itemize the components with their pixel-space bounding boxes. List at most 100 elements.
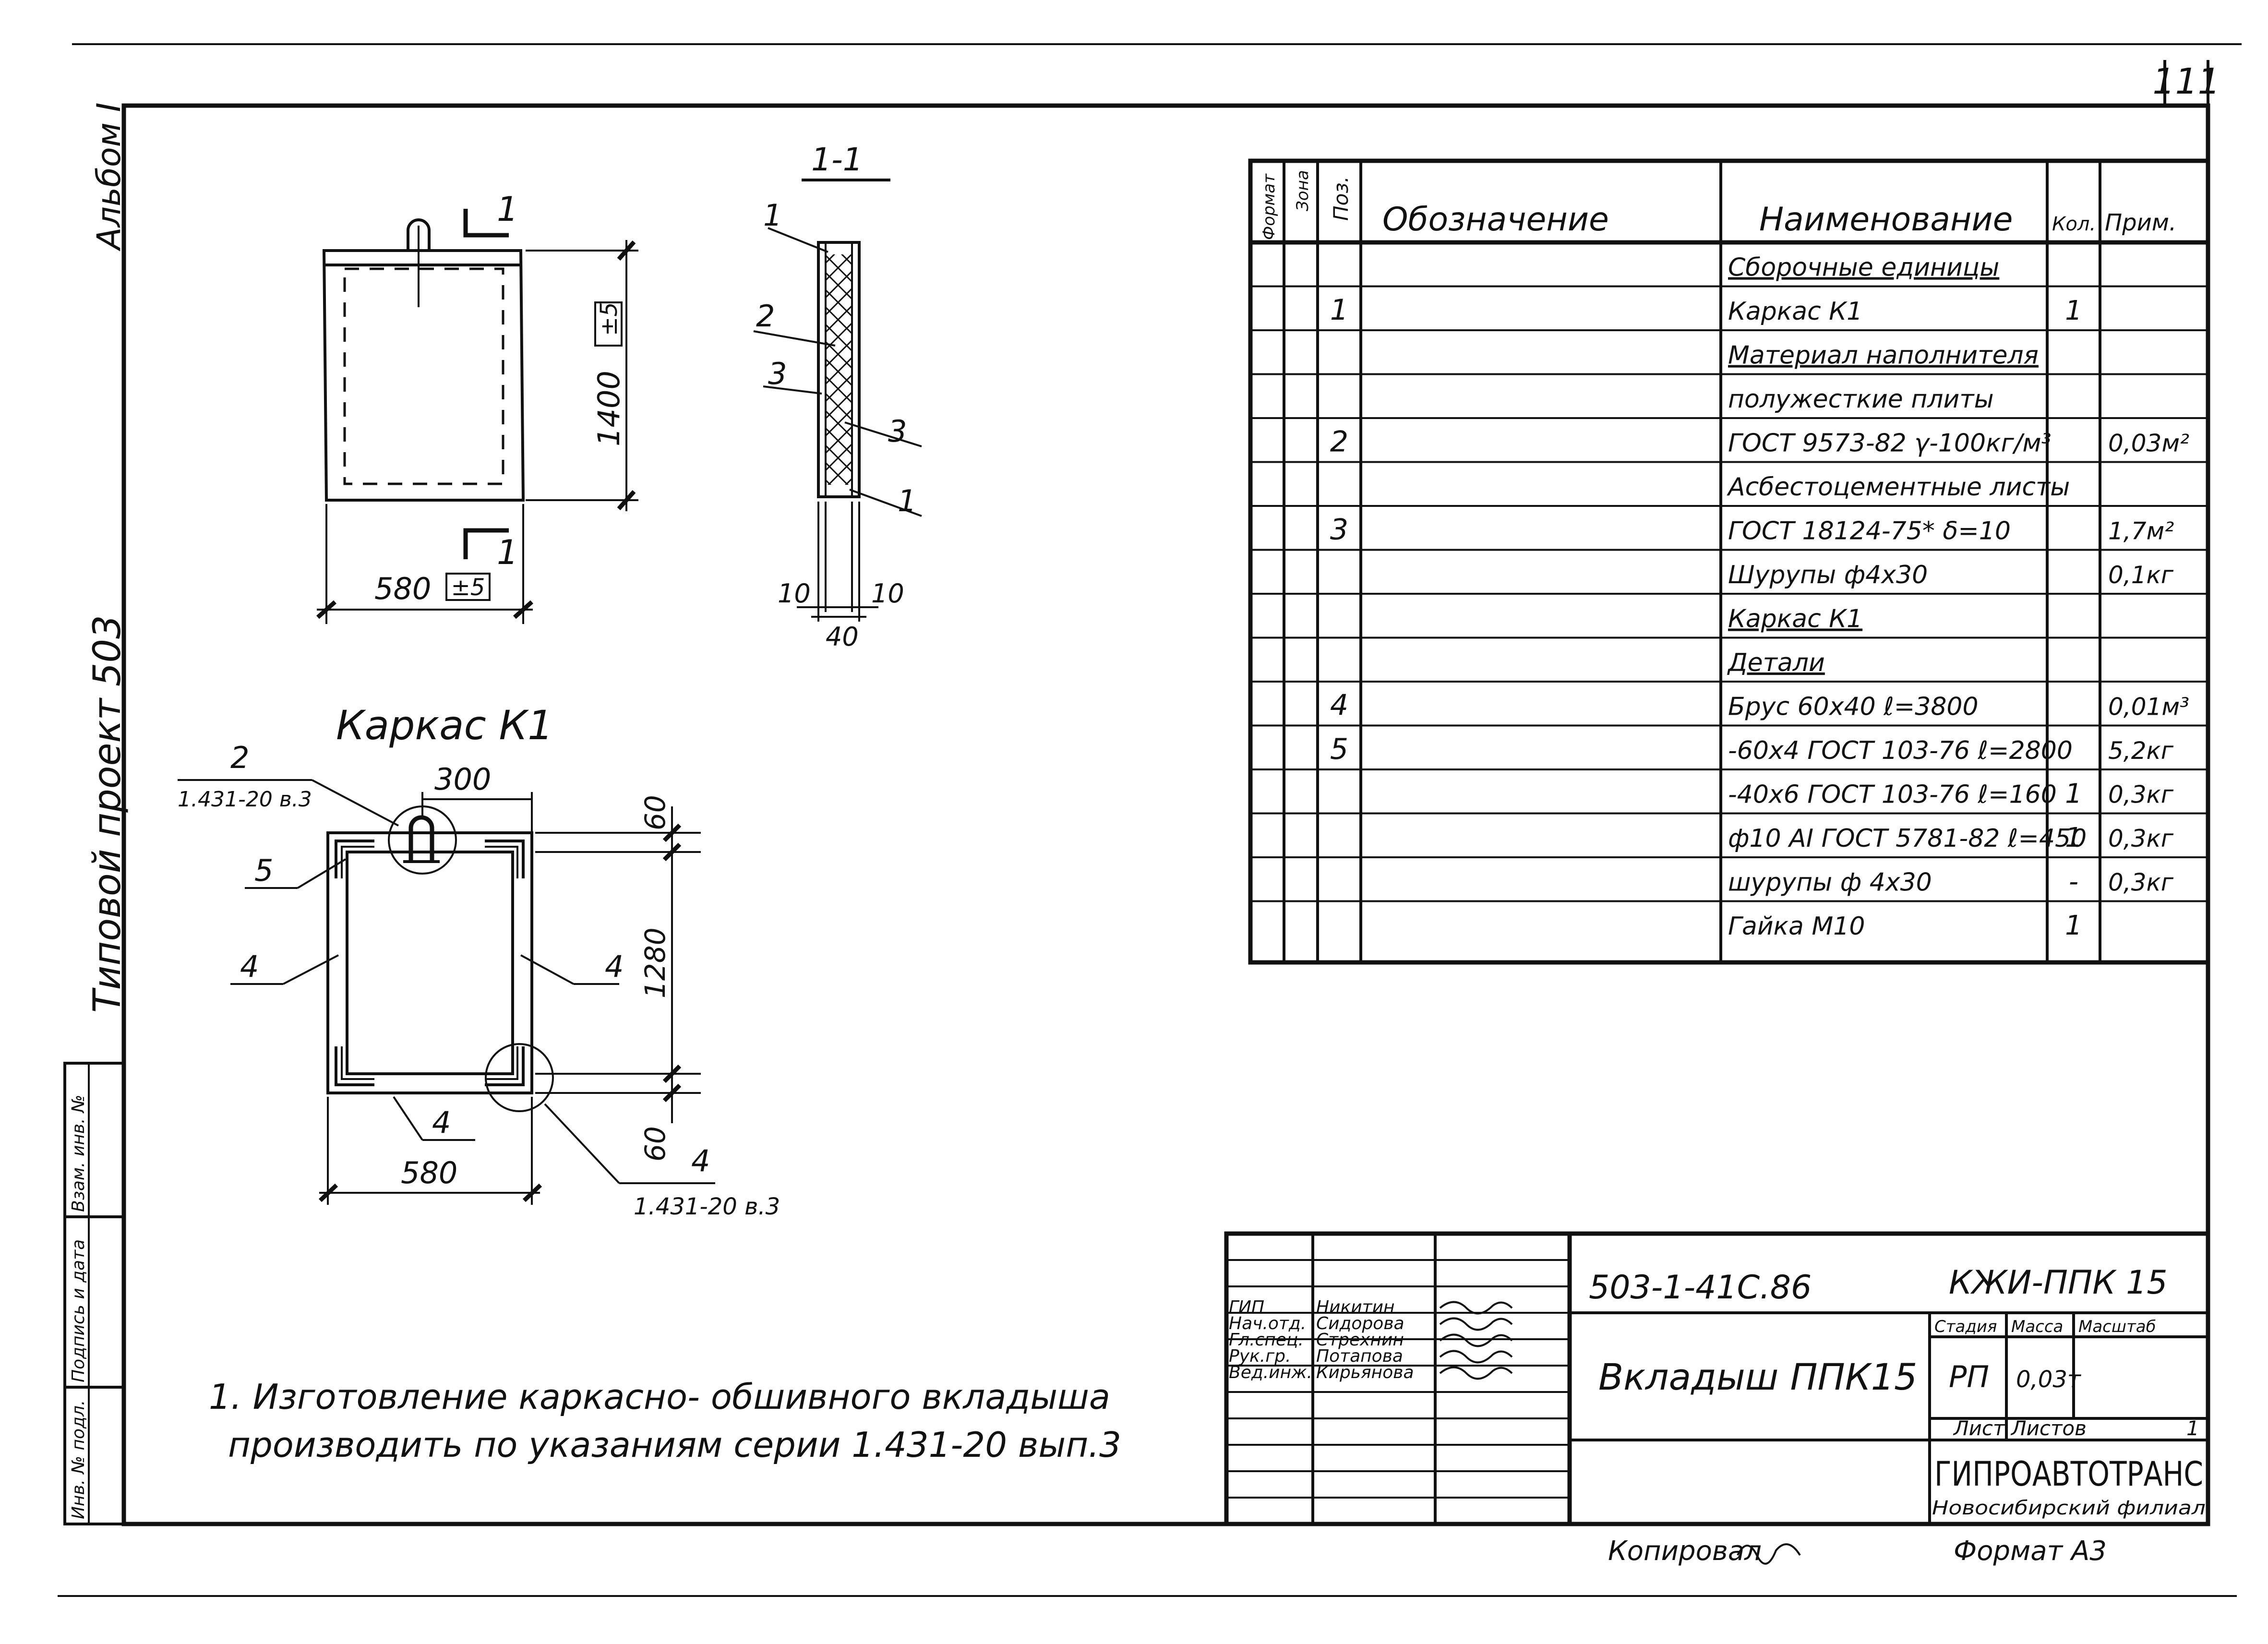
callout-4c: 4 [432,1105,451,1140]
tb-signature [1439,1317,1513,1331]
spec-cell-note: 0,03м² [2108,430,2189,457]
spec-cell-name: Каркас К1 [1728,605,1862,634]
section-1-1: 1-1 1 2 3 3 1 10 10 40 [753,141,922,652]
spec-header-designation: Обозначение [1382,201,1609,239]
spec-cell-pos: 2 [1330,425,1348,459]
spec-row: Материал наполнителя [1728,341,2039,370]
spec-cell-name: Гайка М10 [1728,912,1865,941]
spec-row: Гайка М10 1 [1728,910,2082,941]
org-branch: Новосибирский филиал [1932,1497,2206,1519]
stage-value: РП [1949,1359,1989,1394]
spec-row: полужесткие плиты [1728,385,1994,414]
doc-code: КЖИ-ППК 15 [1949,1264,2168,1302]
spec-cell-qty: 1 [2065,910,2082,941]
spec-cell-name: полужесткие плиты [1728,385,1994,414]
format-label: Формат А3 [1954,1536,2107,1567]
spec-header-pos: Поз. [1329,176,1353,221]
tb-role: ГИП [1229,1297,1264,1317]
left-stamp: Инв. № подл. Подпись и дата Взам. инв. № [63,1062,125,1525]
section-dim-left: 10 [778,578,811,609]
album-label: Альбом I [90,102,128,252]
tb-signature [1439,1301,1513,1315]
project-label: Типовой проект 503 [86,615,129,1013]
callout-5: 5 [254,853,273,888]
spec-row: Сборочные единицы [1728,253,1999,282]
frame-dim-right-mid: 1280 [639,927,672,998]
ref-top-num: 2 [230,740,249,775]
frame-dim-right-bottom: 60 [639,1126,672,1162]
callout-4b: 4 [605,949,624,984]
dim-panel-height-tol: ±5 [596,302,623,336]
stamp-sign-date: Подпись и дата [69,1239,88,1382]
spec-cell-pos: 5 [1330,732,1348,766]
spec-row: 1 Каркас К1 1 [1330,293,2082,327]
frame-k1: Каркас К1 2 1.431-20 в.3 300 5 4 [178,702,780,1220]
spec-row: шурупы ф 4х30-0,3кг [1728,866,2174,898]
spec-row: Детали [1727,648,1825,677]
panel-frame-hidden [343,267,504,485]
spec-cell-name: -40х6 ГОСТ 103-76 ℓ=160 [1728,780,2057,809]
frame-inner [346,851,514,1075]
cut-mark-top: 1 [497,190,518,229]
spec-table: Формат Зона Поз. Обозначение Наименовани… [1248,158,2210,965]
callout-4a: 4 [240,949,259,984]
tb-person-name: Потапова [1316,1346,1403,1366]
dim-panel-height: 1400 [591,371,626,446]
doc-title: Вкладыш ППК15 [1598,1356,1917,1398]
section-dim-right: 10 [871,578,904,609]
lifting-loop [407,218,431,251]
spec-cell-name: Шурупы ф4х30 [1728,561,1928,589]
tb-person-name: Сидорова [1316,1314,1404,1333]
spec-cell-note: 1,7м² [2108,517,2174,545]
mass-label: Масса [2011,1317,2063,1336]
spec-cell-name: Каркас К1 [1728,297,1862,326]
note-line-1: 1. Изготовление каркасно- обшивного вкла… [209,1377,1110,1417]
org-name: ГИПРОАВТОТРАНС [1934,1454,2203,1494]
section-outline [817,241,861,498]
spec-row: Шурупы ф4х30 0,1кг [1728,561,2174,589]
tb-person-name: Кирьянова [1316,1363,1414,1382]
section-dim-total: 40 [826,622,859,652]
spec-cell-qty: 1 [2065,295,2082,326]
spec-cell-pos: 4 [1330,689,1348,722]
drawing-frame [121,103,2210,1526]
stamp-inv: Инв. № подл. [69,1400,88,1519]
spec-header-zone: Зона [1293,170,1312,211]
section-callout-3b: 3 [888,414,907,449]
copied-label: Копировал [1608,1536,1762,1567]
tb-role: Вед.инж. [1229,1363,1312,1382]
section-callout-1b: 1 [898,483,916,518]
mass-value: 0,03т [2016,1366,2082,1393]
section-callout-2: 2 [756,299,775,334]
spec-cell-qty: 1 [2065,822,2082,853]
copied-signature [1737,1543,1801,1565]
frame-dim-top: 300 [434,762,491,797]
sheets-label: Листов [2010,1416,2087,1440]
frame-dim-bottom: 580 [401,1155,457,1190]
tb-role: Гл.спец. [1229,1330,1304,1350]
section-callout-3a: 3 [768,356,787,391]
frame-loop [408,815,434,862]
title-block: 503-1-41С.86 КЖИ-ППК 15 Вкладыш ППК15 Ст… [1224,1231,2210,1526]
spec-cell-name: Брус 60х40 ℓ=3800 [1728,693,1979,721]
doc-number: 503-1-41С.86 [1589,1269,1812,1307]
ref-bottom-series: 1.431-20 в.3 [634,1193,780,1220]
ref-bottom-num: 4 [691,1143,710,1178]
detail-circle-bottom [485,1043,554,1112]
spec-cell-pos: 1 [1330,293,1348,327]
tb-person-name: Стрехнин [1316,1330,1404,1350]
spec-header-note: Прим. [2105,209,2176,236]
tb-role: Нач.отд. [1229,1314,1306,1333]
spec-cell-note: 0,3кг [2108,825,2174,852]
spec-cell-note: 0,1кг [2108,561,2174,589]
scale-label: Масштаб [2078,1317,2156,1336]
spec-cell-name: ф10 АI ГОСТ 5781-82 ℓ=450 [1728,824,2087,853]
spec-header-qty: Кол. [2052,213,2096,235]
